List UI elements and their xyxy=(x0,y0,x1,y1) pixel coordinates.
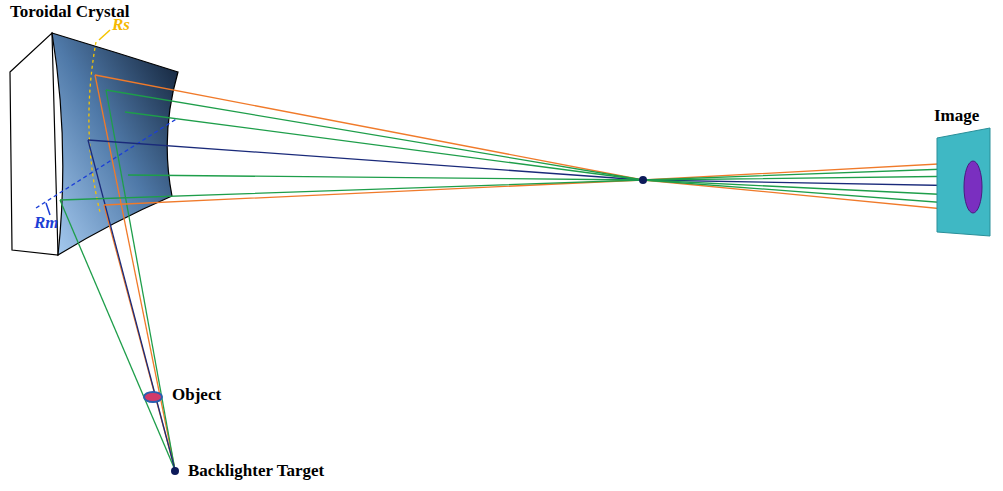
radius-label: Rm xyxy=(34,214,59,233)
part-name: Toroidal Crystal xyxy=(10,3,130,22)
reflected-rays xyxy=(60,75,975,212)
crystal-face xyxy=(52,33,178,255)
object-sample xyxy=(144,392,162,402)
sagittal-radius-arc xyxy=(89,42,100,212)
part-name: Backlighter Target xyxy=(188,462,324,481)
part-name: Image xyxy=(934,107,979,126)
focus-point xyxy=(639,176,647,184)
radius-label: Rs xyxy=(112,16,130,35)
rs-pointer xyxy=(99,30,110,40)
part-name: Object xyxy=(172,386,221,405)
backlighter-point xyxy=(171,467,179,475)
crystal-side xyxy=(10,33,58,255)
incident-rays xyxy=(60,75,175,470)
image-plane xyxy=(937,128,990,236)
image-spot xyxy=(964,161,982,213)
